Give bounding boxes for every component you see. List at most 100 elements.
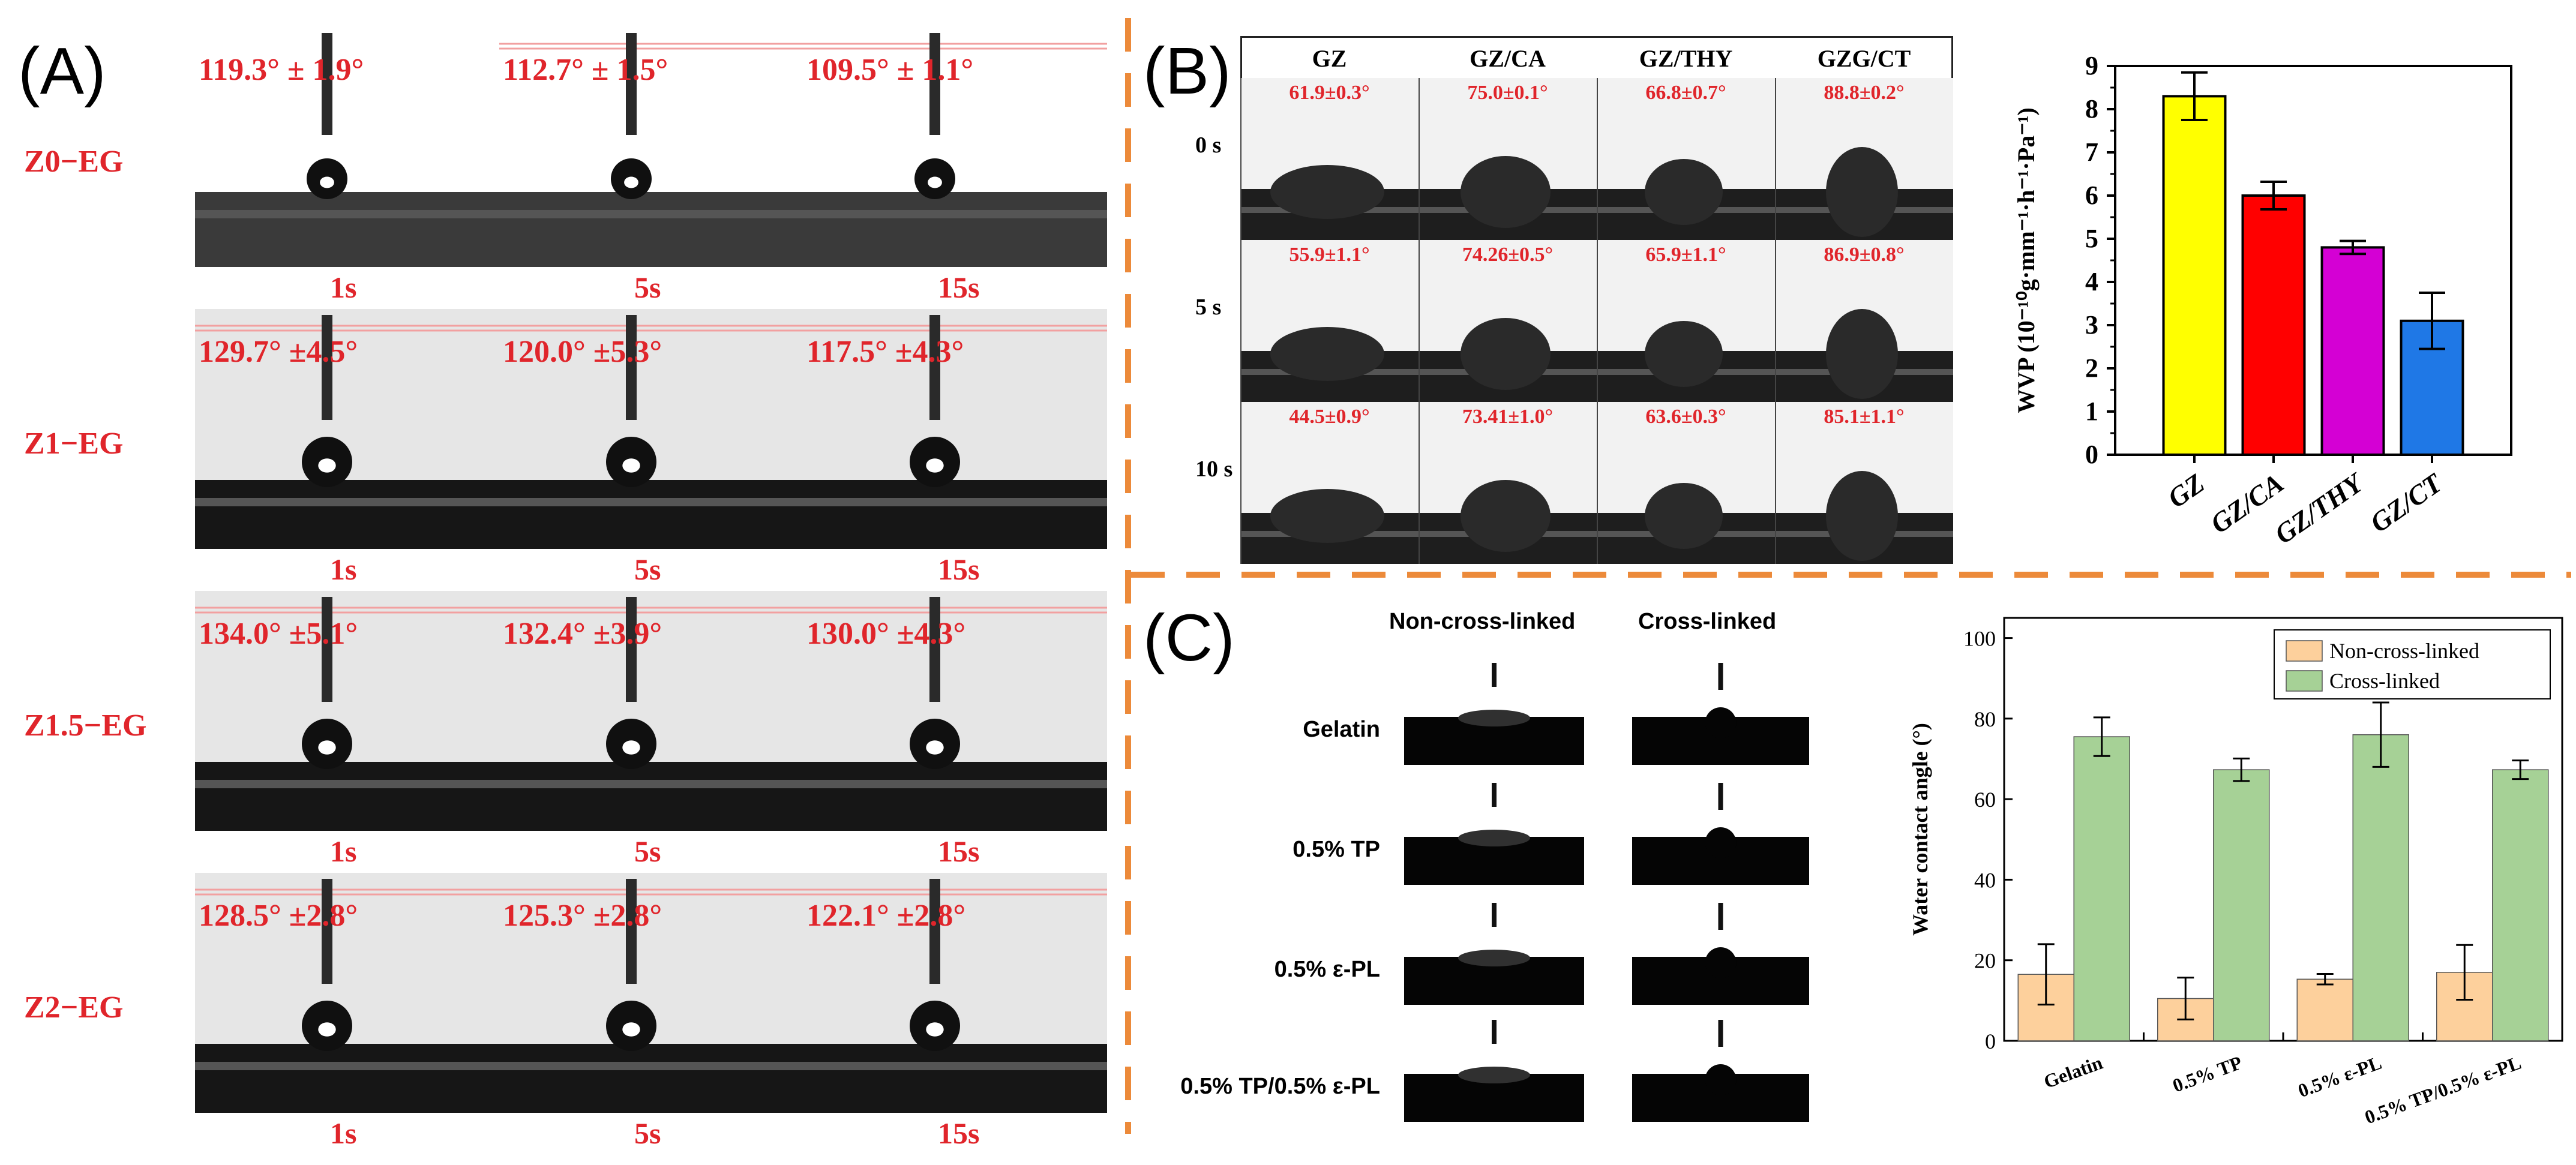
x-tick-label: 0.5% ε-PL xyxy=(2295,1052,2385,1101)
droplet-photo xyxy=(1632,783,1809,885)
contact-angle-value: 128.5° ±2.8° xyxy=(199,899,358,933)
droplet-photo xyxy=(499,27,803,267)
contact-angle-value: 75.0±0.1° xyxy=(1467,82,1548,104)
droplet-photo xyxy=(1404,783,1584,885)
droplet-image xyxy=(499,591,803,831)
droplet-image xyxy=(1775,402,1953,564)
droplet-image xyxy=(1419,402,1597,564)
bar xyxy=(2492,769,2549,1041)
sample-label: Gelatin xyxy=(1303,717,1380,742)
y-tick-label: 7 xyxy=(2085,137,2098,167)
y-axis-label: WVP (10⁻¹⁰g·mm⁻¹·h⁻¹·Pa⁻¹) xyxy=(2013,107,2040,413)
bar xyxy=(2162,95,2227,456)
contact-angle-value: 122.1° ±2.8° xyxy=(806,899,966,933)
x-tick-label: 0.5% TP xyxy=(2170,1052,2245,1097)
droplet-photo xyxy=(195,27,499,267)
contact-angle-value: 120.0° ±5.3° xyxy=(503,335,662,369)
sample-label: 0.5% TP xyxy=(1293,837,1380,862)
time-label: 1s xyxy=(330,271,357,304)
droplet-photo xyxy=(803,309,1107,549)
droplet-image xyxy=(803,873,1107,1113)
time-label: 10 s xyxy=(1195,457,1233,482)
droplet-photo xyxy=(803,27,1107,267)
bar xyxy=(2296,978,2353,1041)
droplet-image xyxy=(499,27,803,267)
y-tick-label: 1 xyxy=(2085,397,2098,426)
time-label: 1s xyxy=(330,834,357,868)
contact-angle-value: 130.0° ±4.3° xyxy=(806,617,966,651)
contact-angle-value: 88.8±0.2° xyxy=(1824,82,1905,104)
time-label: 5 s xyxy=(1195,295,1222,320)
y-tick-label: 60 xyxy=(1974,788,1996,812)
contact-angle-value: 86.9±0.8° xyxy=(1824,244,1905,266)
droplet-image xyxy=(1775,78,1953,240)
y-tick-label: 40 xyxy=(1974,868,1996,892)
legend-swatch xyxy=(2286,670,2323,692)
droplet-image xyxy=(1597,402,1775,564)
y-tick-label: 2 xyxy=(2085,353,2098,383)
droplet-photo xyxy=(499,873,803,1113)
time-label: 15s xyxy=(938,1116,980,1150)
droplet-photo xyxy=(1404,663,1584,765)
time-label: 5s xyxy=(634,1116,661,1150)
droplet-photo xyxy=(1775,402,1953,564)
droplet-photo xyxy=(195,591,499,831)
droplet-photo xyxy=(1419,78,1597,240)
time-label: 15s xyxy=(938,271,980,304)
droplet-photo xyxy=(1597,402,1775,564)
column-header: Non-cross-linked xyxy=(1389,609,1576,634)
droplet-photo xyxy=(1404,1020,1584,1122)
time-label: 15s xyxy=(938,834,980,868)
column-header: GZ/CA xyxy=(1470,45,1546,72)
row-label: Z1−EG xyxy=(24,427,124,461)
x-tick-label: GZ/CT xyxy=(2365,467,2449,538)
y-tick-label: 0 xyxy=(2085,440,2098,469)
y-tick-label: 4 xyxy=(2085,267,2098,296)
droplet-photo xyxy=(803,873,1107,1113)
droplet-image xyxy=(195,873,499,1113)
droplet-image xyxy=(1419,240,1597,402)
legend-label: Cross-linked xyxy=(2329,669,2440,693)
droplet-image xyxy=(195,309,499,549)
y-tick-label: 0 xyxy=(1985,1029,1996,1053)
contact-angle-value: 55.9±1.1° xyxy=(1289,244,1370,266)
droplet-image xyxy=(1240,240,1419,402)
droplet-photo xyxy=(499,591,803,831)
droplet-image xyxy=(195,591,499,831)
contact-angle-value: 117.5° ±4.3° xyxy=(806,335,964,369)
y-tick-label: 3 xyxy=(2085,310,2098,340)
column-header: Cross-linked xyxy=(1638,609,1777,634)
y-axis-label: Water contact angle (°) xyxy=(1908,723,1932,936)
contact-angle-value: 132.4° ±3.9° xyxy=(503,617,662,651)
droplet-image xyxy=(803,591,1107,831)
droplet-photo xyxy=(1775,78,1953,240)
sample-label: 0.5% TP/0.5% ε-PL xyxy=(1180,1074,1380,1099)
contact-angle-value: 65.9±1.1° xyxy=(1645,244,1726,266)
contact-angle-value: 66.8±0.7° xyxy=(1645,82,1726,104)
x-tick-label: 0.5% TP/0.5% ε-PL xyxy=(2362,1052,2524,1128)
sample-label: 0.5% ε-PL xyxy=(1274,957,1380,982)
bar xyxy=(2320,246,2385,456)
contact-angle-value: 134.0° ±5.1° xyxy=(199,617,358,651)
droplet-photo xyxy=(1632,663,1809,765)
contact-angle-value: 112.7° ± 1.5° xyxy=(503,53,668,87)
panel-a-letter: (A) xyxy=(18,34,106,108)
time-label: 5s xyxy=(634,553,661,586)
y-tick-label: 20 xyxy=(1974,949,1996,973)
bar xyxy=(2213,769,2270,1041)
droplet-photo xyxy=(1404,903,1584,1005)
row-label: Z1.5−EG xyxy=(24,708,147,743)
droplet-image xyxy=(803,27,1107,267)
droplet-image xyxy=(1240,78,1419,240)
x-tick-label: Gelatin xyxy=(2041,1052,2106,1093)
legend-swatch xyxy=(2286,640,2323,662)
droplet-photo xyxy=(1240,78,1419,240)
contact-angle-value: 129.7° ±4.5° xyxy=(199,335,358,369)
row-label: Z2−EG xyxy=(24,990,124,1025)
row-label: Z0−EG xyxy=(24,145,124,179)
time-label: 5s xyxy=(634,271,661,304)
bar xyxy=(2241,194,2306,456)
